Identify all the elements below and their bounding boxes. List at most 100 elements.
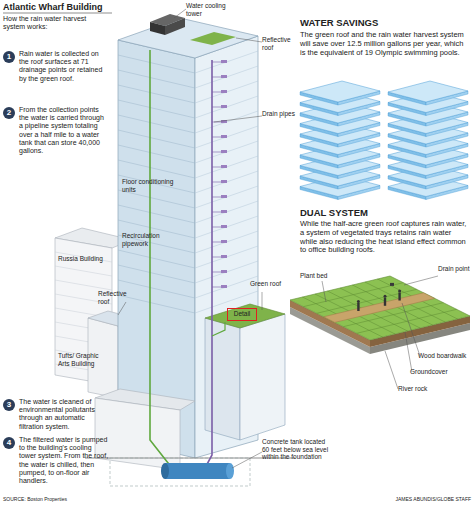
floor-line	[195, 201, 258, 223]
step-text: Rain water is collected on the roof surf…	[19, 50, 107, 83]
pipe	[212, 182, 221, 183]
floor-line	[118, 55, 195, 73]
conditioning-unit	[221, 255, 227, 258]
foundation	[85, 458, 295, 486]
pipe	[205, 60, 212, 468]
green-roof-detail	[290, 276, 470, 354]
person	[384, 298, 386, 306]
callout-number: 2	[3, 107, 15, 119]
building-label: Russia Building	[58, 255, 104, 263]
floor-line	[195, 171, 258, 193]
subtitle: How the rain water harvest system works:	[3, 15, 107, 31]
water-tank	[161, 463, 234, 479]
green-roof-wing	[205, 318, 240, 440]
floor-line	[195, 51, 258, 73]
drain-point	[390, 283, 394, 286]
leader-line	[214, 116, 262, 122]
conditioning-unit	[221, 210, 227, 213]
part-label: Water cooling tower	[186, 2, 242, 17]
part-label: Drain point	[438, 265, 472, 273]
pool-slab	[388, 81, 468, 102]
leader-line	[402, 303, 420, 356]
pipe	[212, 107, 221, 108]
floor-line	[118, 145, 195, 163]
person	[357, 303, 359, 311]
credit-note: JAMES ABUNDIS/GLOBE STAFF	[330, 497, 471, 503]
person	[384, 295, 387, 298]
pipe	[150, 50, 172, 468]
callout-number: 4	[3, 437, 15, 449]
water-tank	[165, 463, 230, 479]
leader-line	[174, 9, 186, 18]
title-rule	[3, 13, 112, 14]
floor-line	[195, 81, 258, 103]
leader-line	[232, 452, 262, 468]
conditioning-unit	[221, 180, 227, 183]
floor-line	[195, 141, 258, 163]
floor-line	[118, 175, 195, 193]
floor-line	[118, 51, 258, 313]
tower	[190, 32, 236, 45]
floor-line	[195, 216, 258, 238]
conditioning-unit	[221, 90, 227, 93]
pipe	[212, 137, 221, 138]
person	[357, 300, 360, 303]
pipe	[212, 227, 221, 228]
conditioning-unit	[221, 195, 227, 198]
pipe	[212, 92, 221, 93]
pipe	[212, 167, 221, 168]
section-body: The green roof and the rain water harves…	[300, 31, 470, 57]
callout-number: 3	[3, 399, 15, 411]
pipe	[212, 77, 221, 78]
leader-line	[262, 292, 263, 310]
pipe	[212, 62, 221, 63]
step-text: The filtered water is pumped to the buil…	[19, 436, 109, 485]
detail-label: Detail	[234, 311, 251, 318]
part-label: Concrete tank located 60 feet below sea …	[262, 438, 334, 461]
floor-line	[118, 190, 195, 208]
floor-line	[195, 276, 258, 298]
floor-line	[118, 205, 195, 223]
conditioning-unit	[221, 225, 227, 228]
boardwalk	[324, 293, 435, 323]
part-label: Groundcover	[410, 368, 460, 376]
person	[398, 290, 401, 293]
green-roof-wing	[205, 304, 285, 440]
pipe	[212, 152, 221, 153]
conditioning-unit	[221, 60, 227, 63]
conditioning-unit	[221, 105, 227, 108]
pipe	[212, 287, 221, 288]
step-text: The water is cleaned of environmental po…	[19, 398, 107, 431]
floor-line	[118, 265, 195, 283]
floor-line	[118, 250, 195, 268]
conditioning-unit	[221, 270, 227, 273]
section-body: While the half-acre green roof captures …	[300, 220, 470, 255]
leader-line	[404, 276, 438, 285]
floor-line	[195, 261, 258, 283]
water-tank	[226, 463, 234, 479]
floor-line	[195, 246, 258, 268]
floor-line	[118, 115, 195, 133]
cooling-tower	[150, 22, 165, 35]
plant-tray	[290, 276, 470, 340]
floor-line	[195, 96, 258, 118]
part-label: Wood boardwalk	[418, 352, 474, 360]
part-label: Plant bed	[300, 272, 340, 280]
floor-line	[195, 111, 258, 133]
step-text: From the collection points the water is …	[19, 106, 107, 155]
window-line	[55, 252, 112, 262]
conditioning-unit	[221, 135, 227, 138]
floor-line	[195, 66, 258, 88]
conditioning-unit	[221, 150, 227, 153]
floor-line	[118, 160, 195, 178]
pipe	[212, 322, 225, 336]
title-rule	[3, 13, 112, 14]
section-heading: DUAL SYSTEM	[300, 207, 470, 218]
source-note: SOURCE: Boston Properties	[3, 497, 123, 503]
conditioning-unit	[212, 60, 227, 288]
leader-line	[236, 38, 262, 42]
part-label: Reflective roof	[262, 36, 302, 51]
part-label: Recirculation pipework	[122, 232, 182, 247]
callout-digit: 4	[7, 439, 11, 447]
callout-digit: 3	[7, 401, 11, 409]
